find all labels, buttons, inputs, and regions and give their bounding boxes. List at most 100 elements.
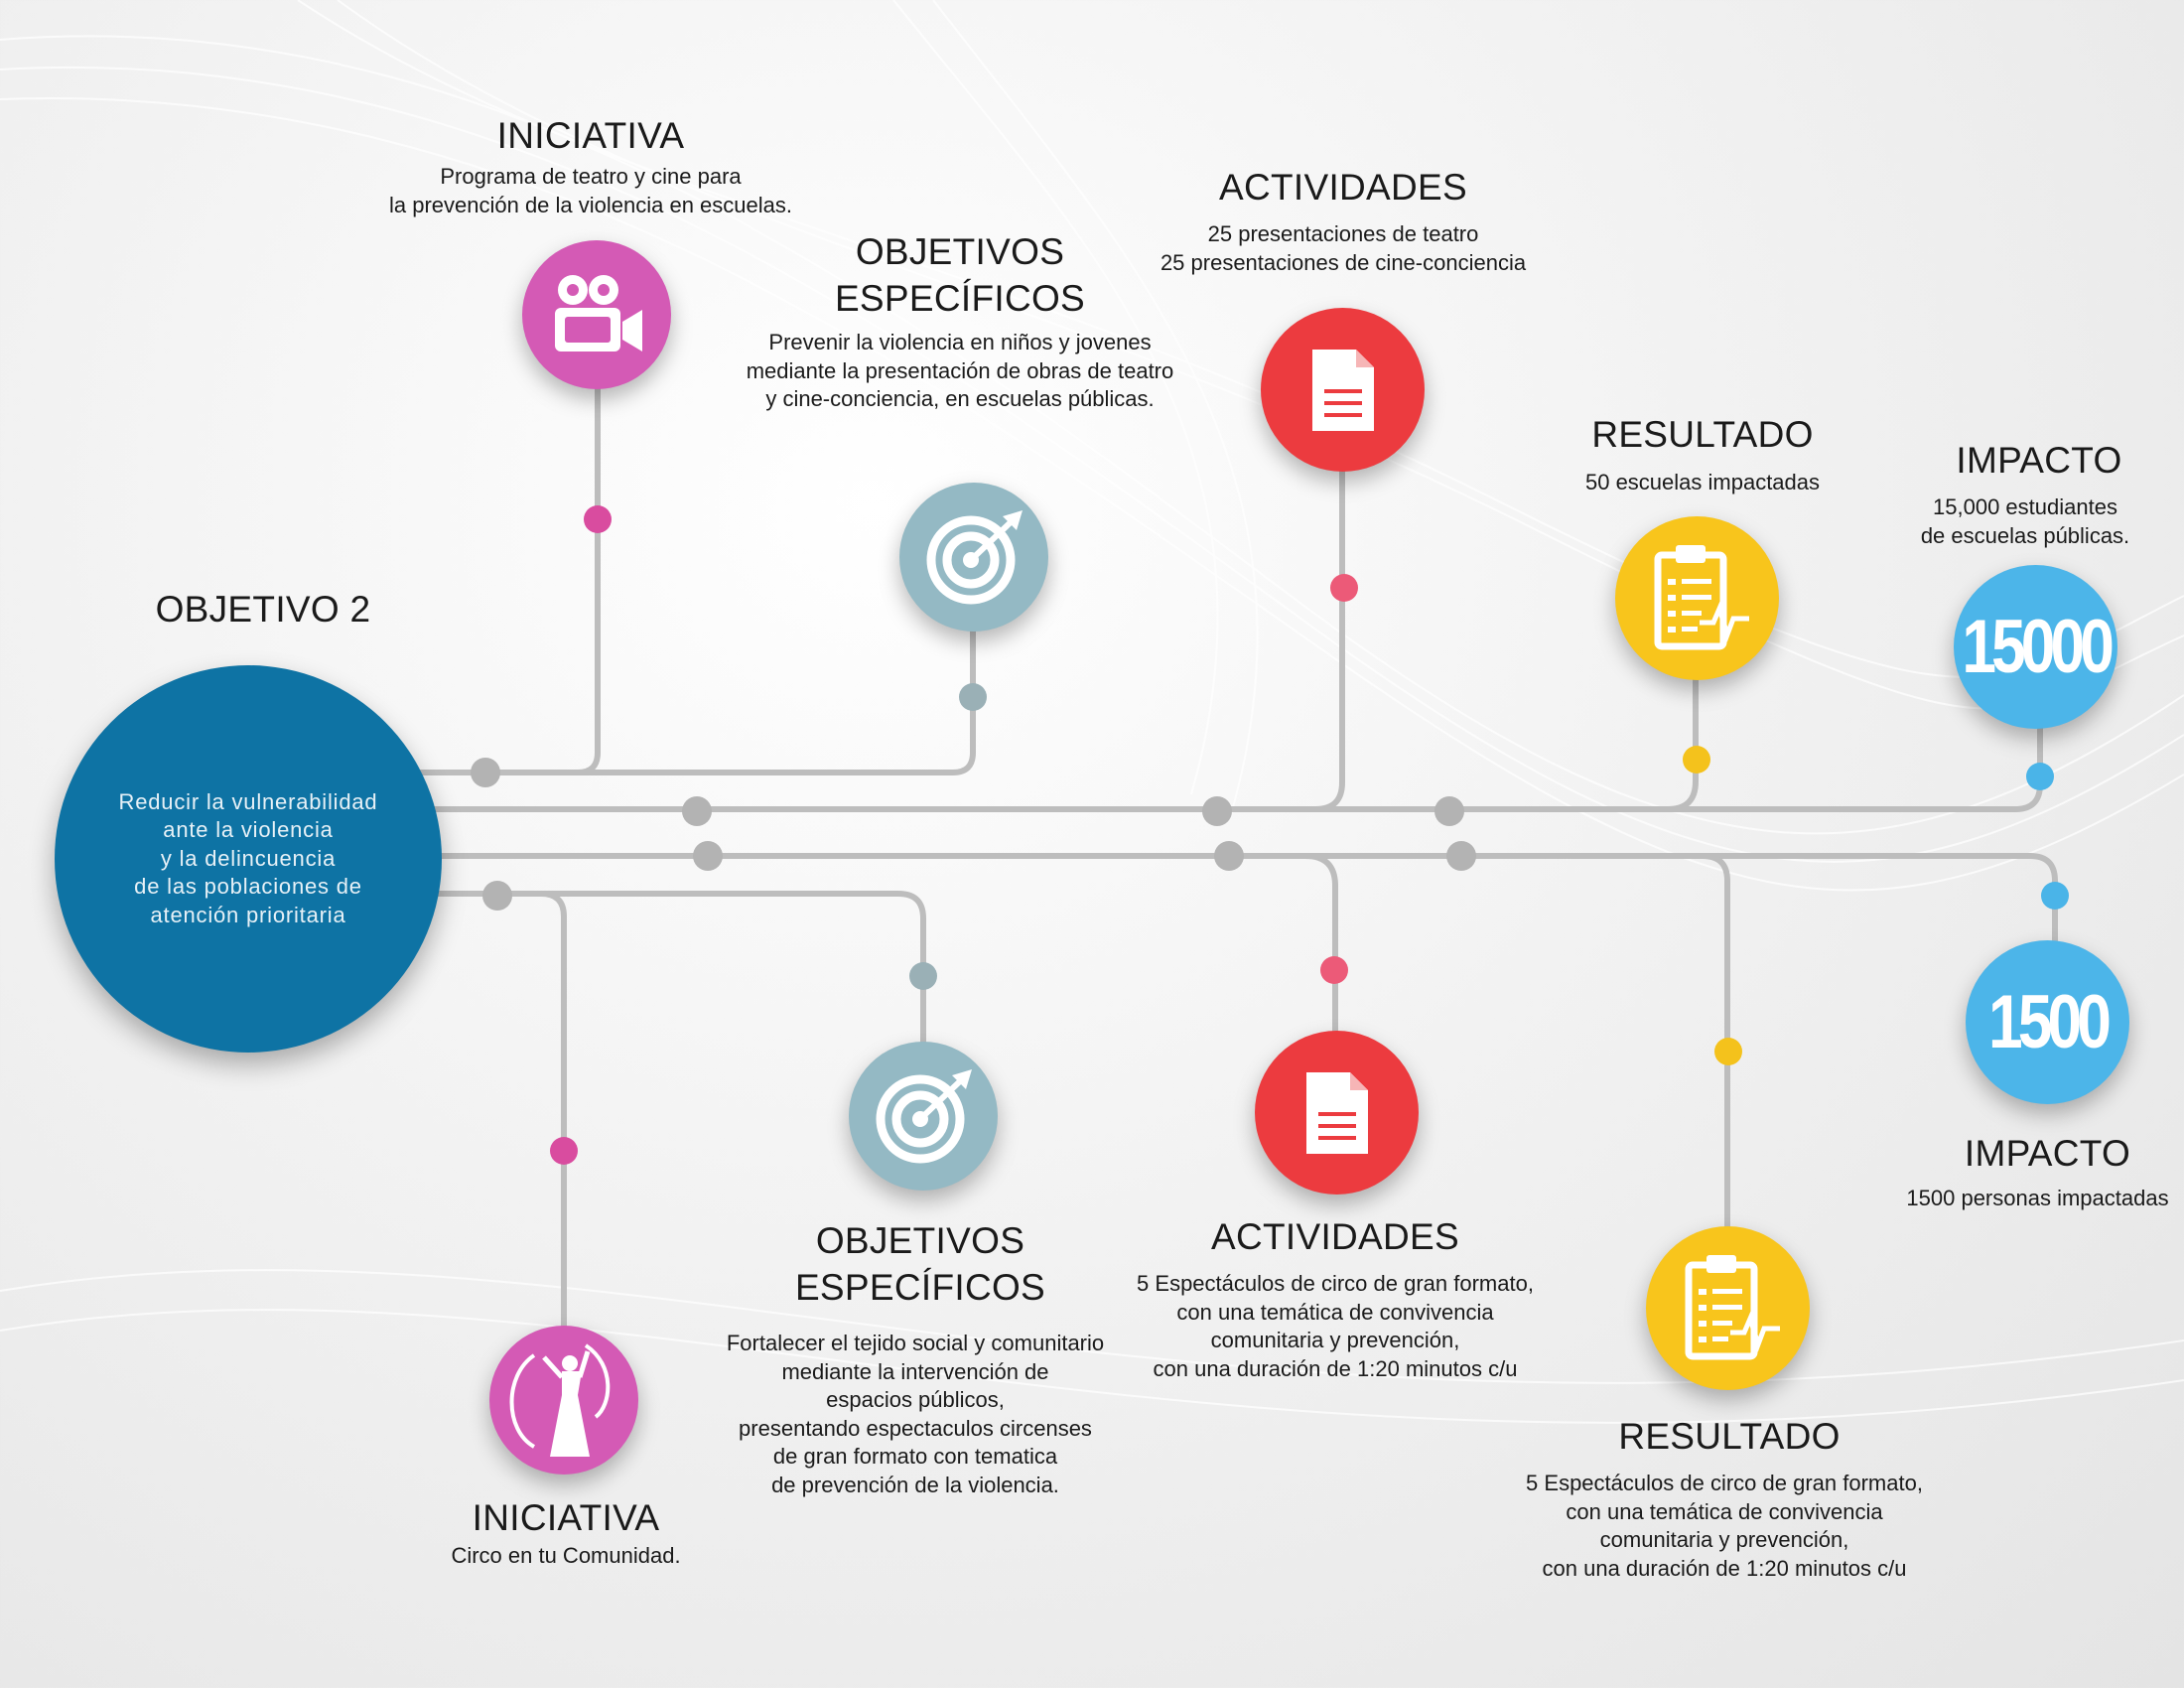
desc-line: con una temática de convivencia — [1566, 1498, 1883, 1524]
title-line: RESULTADO — [1591, 414, 1814, 455]
bottom-objetivos-desc: Fortalecer el tejido social y comunitari… — [667, 1330, 1163, 1500]
video-camera-icon — [555, 275, 642, 352]
branch-top-iniciativa — [414, 354, 601, 775]
desc-line: 25 presentaciones de cine-conciencia — [1160, 249, 1527, 275]
desc-line: 5 Espectáculos de circo de gran formato, — [1526, 1471, 1923, 1495]
target-icon — [876, 1069, 972, 1164]
branch-top-impacto — [414, 712, 2043, 812]
bottom-impacto-desc: 1500 personas impactadas — [1891, 1185, 2184, 1213]
top-iniciativa-circle — [522, 240, 671, 389]
desc-line: comunitaria y prevención, — [1599, 1527, 1849, 1553]
desc-line: 5 Espectáculos de circo de gran formato, — [1137, 1271, 1534, 1296]
desc-line: mediante la intervención de — [781, 1358, 1049, 1384]
title-line: ESPECÍFICOS — [834, 278, 1086, 320]
desc-line: Fortalecer el tejido social y comunitari… — [726, 1331, 1105, 1355]
branch-bottom-iniciativa — [414, 891, 567, 1338]
title-line: IMPACTO — [1964, 1133, 2131, 1174]
bottom-impacto-title: IMPACTO — [1876, 1130, 2184, 1177]
desc-line: Programa de teatro y cine para — [440, 164, 742, 189]
title-line: ESPECÍFICOS — [794, 1267, 1046, 1309]
title-line: OBJETIVOS — [815, 1220, 1025, 1261]
junction-node — [1434, 796, 1464, 826]
hub-line: de las poblaciones de — [134, 874, 362, 900]
top-iniciativa-desc: Programa de teatro y cine para la preven… — [342, 163, 839, 219]
junction-node — [471, 758, 500, 787]
desc-line: 50 escuelas impactadas — [1584, 470, 1821, 494]
desc-line: con una duración de 1:20 minutos c/u — [1542, 1555, 1907, 1581]
bottom-objetivos-title: OBJETIVOS ESPECÍFICOS — [722, 1217, 1119, 1312]
dot-bottom-impacto — [2041, 882, 2069, 910]
junction-node — [1214, 841, 1244, 871]
branch-top-resultado — [414, 613, 1699, 812]
desc-line: la prevención de la violencia en escuela… — [388, 192, 793, 217]
hub-circle: Reducir la vulnerabilidad ante la violen… — [55, 665, 442, 1053]
title-line: IMPACTO — [1956, 440, 2122, 481]
top-iniciativa-title: INICIATIVA — [392, 112, 789, 159]
bottom-objetivos-circle — [849, 1042, 998, 1191]
top-resultado-desc: 50 escuelas impactadas — [1504, 469, 1901, 497]
top-objetivos-desc: Prevenir la violencia en niños y jovenes… — [692, 329, 1228, 414]
top-resultado-title: RESULTADO — [1504, 411, 1901, 458]
dot-top-impacto — [2026, 763, 2054, 790]
desc-line: Prevenir la violencia en niños y jovenes — [768, 330, 1152, 354]
dot-top-iniciativa — [584, 505, 612, 533]
dot-bottom-actividades — [1320, 956, 1348, 984]
bottom-resultado-title: RESULTADO — [1531, 1413, 1928, 1460]
desc-line: 15,000 estudiantes — [1933, 494, 2117, 519]
desc-line: de prevención de la violencia. — [771, 1472, 1059, 1497]
title-line: ACTIVIDADES — [1210, 1216, 1459, 1257]
branch-bottom-resultado — [414, 853, 1730, 1259]
bottom-impacto-circle: 1500 — [1966, 940, 2129, 1104]
dot-bottom-objetivos — [909, 962, 937, 990]
bottom-actividades-desc: 5 Espectáculos de circo de gran formato,… — [1087, 1270, 1583, 1383]
impacto-number: 15000 — [1962, 605, 2115, 689]
desc-line: y cine-conciencia, en escuelas públicas. — [765, 386, 1155, 412]
bottom-iniciativa-circle — [489, 1326, 638, 1475]
top-actividades-circle — [1261, 308, 1425, 472]
branch-bottom-actividades — [414, 853, 1338, 1041]
clipboard-icon — [1654, 544, 1749, 649]
document-icon — [1305, 1071, 1368, 1154]
desc-line: con una duración de 1:20 minutos c/u — [1153, 1355, 1518, 1381]
bottom-resultado-desc: 5 Espectáculos de circo de gran formato,… — [1476, 1470, 1973, 1583]
junction-node — [693, 841, 723, 871]
top-impacto-title: IMPACTO — [1871, 437, 2184, 484]
desc-line: con una temática de convivencia — [1176, 1299, 1494, 1325]
title-line: ACTIVIDADES — [1218, 167, 1467, 208]
desc-line: 25 presentaciones de teatro — [1207, 221, 1479, 246]
hub-heading: OBJETIVO 2 — [155, 589, 371, 630]
top-actividades-desc: 25 presentaciones de teatro 25 presentac… — [1095, 220, 1591, 277]
desc-line: Circo en tu Comunidad. — [451, 1543, 681, 1568]
hub-text: Reducir la vulnerabilidad ante la violen… — [119, 788, 378, 930]
performer-icon — [509, 1343, 611, 1457]
bottom-iniciativa-title: INICIATIVA — [367, 1494, 764, 1541]
hub-line: Reducir la vulnerabilidad — [118, 788, 378, 814]
junction-node — [1446, 841, 1476, 871]
desc-line: comunitaria y prevención, — [1210, 1328, 1460, 1353]
top-resultado-circle — [1615, 516, 1779, 680]
dot-top-actividades — [1330, 574, 1358, 602]
document-icon — [1311, 349, 1374, 431]
bottom-actividades-title: ACTIVIDADES — [1137, 1213, 1534, 1260]
bottom-resultado-circle — [1646, 1226, 1810, 1390]
desc-line: presentando espectaculos circenses — [739, 1415, 1092, 1441]
dot-top-objetivos — [959, 683, 987, 711]
branch-top-objetivos — [414, 613, 976, 775]
title-line: INICIATIVA — [472, 1497, 660, 1538]
impacto-number: 1500 — [1988, 980, 2112, 1064]
bottom-actividades-circle — [1255, 1031, 1419, 1195]
dot-top-resultado — [1683, 746, 1710, 774]
desc-line: de escuelas públicas. — [1920, 522, 2130, 548]
title-line: RESULTADO — [1618, 1416, 1841, 1457]
desc-line: 1500 personas impactadas — [1906, 1186, 2169, 1210]
top-impacto-desc: 15,000 estudiantes de escuelas públicas. — [1871, 493, 2179, 550]
desc-line: espacios públicos, — [826, 1387, 1005, 1413]
target-icon — [926, 510, 1023, 605]
top-objetivos-circle — [899, 483, 1048, 632]
clipboard-icon — [1685, 1254, 1780, 1359]
bottom-iniciativa-desc: Circo en tu Comunidad. — [367, 1542, 764, 1571]
branch-bottom-impacto — [414, 853, 2058, 951]
hub-line: atención prioritaria — [150, 902, 346, 927]
hub-line: ante la violencia — [163, 817, 334, 843]
